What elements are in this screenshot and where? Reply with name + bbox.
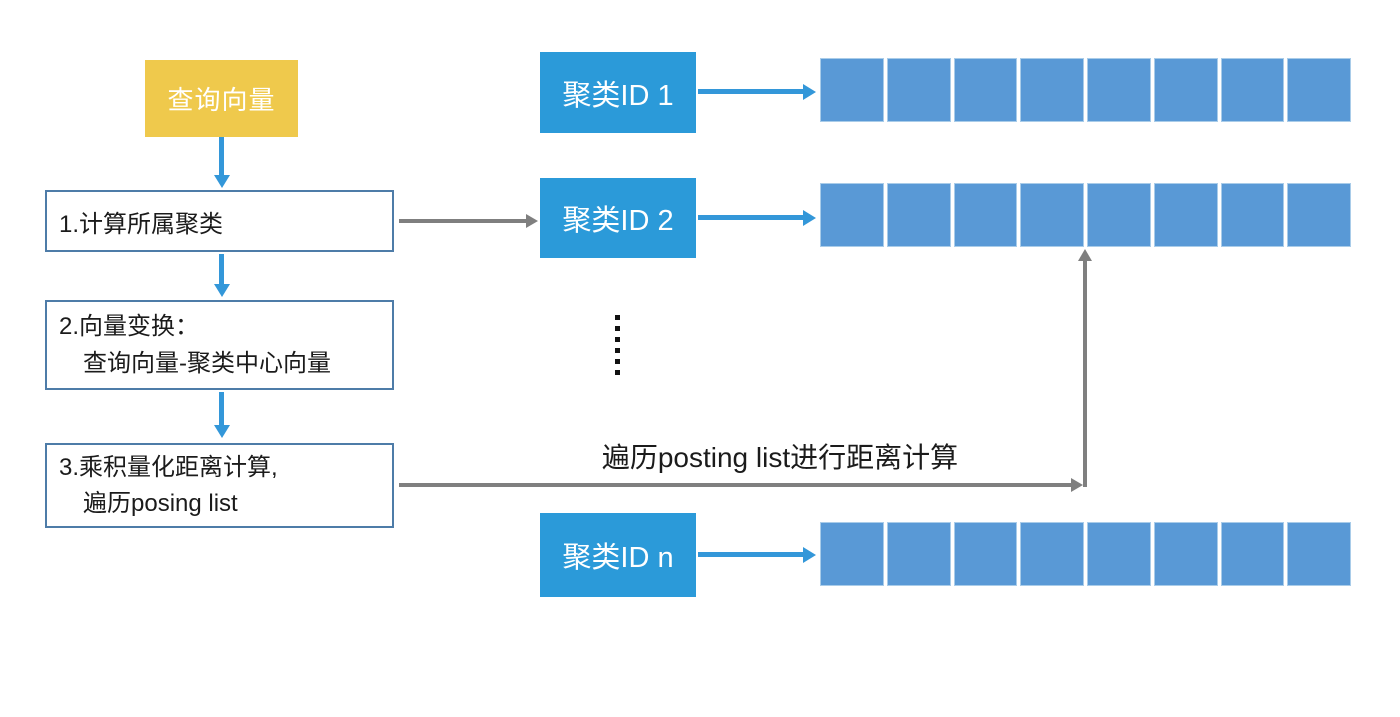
posting-list-cell: [1220, 58, 1285, 122]
posting-list-row-1: [820, 58, 1351, 122]
arrowhead-right-icon: [803, 547, 816, 563]
arrow-line: [698, 215, 803, 220]
annotation-traverse-posting-list: 遍历posting list进行距离计算: [601, 442, 959, 473]
ellipsis-dot: [615, 370, 620, 375]
arrow-line: [399, 219, 526, 223]
posting-list-cell: [1020, 58, 1084, 122]
arrowhead-down-icon: [214, 175, 230, 188]
arrow-line: [1083, 260, 1087, 487]
posting-list-cell: [953, 522, 1018, 586]
arrow-line: [219, 254, 224, 285]
posting-list-cell: [886, 522, 951, 586]
ellipsis-dot: [615, 326, 620, 331]
ellipsis-dot: [615, 337, 620, 342]
posting-list-cell: [820, 58, 884, 122]
arrowhead-down-icon: [214, 284, 230, 297]
posting-list-cell: [886, 183, 951, 247]
arrowhead-right-icon: [1071, 478, 1083, 492]
posting-list-cell: [820, 522, 884, 586]
cluster-id-1-label: 聚类ID 1: [562, 79, 674, 112]
cluster-id-n-label: 聚类ID n: [562, 542, 674, 574]
posting-list-cell: [1087, 183, 1151, 247]
arrowhead-right-icon: [803, 84, 816, 100]
step2-line1: 2.向量变换：: [59, 313, 200, 340]
arrowhead-up-icon: [1078, 249, 1092, 261]
arrow-line: [698, 552, 803, 557]
posting-list-cell: [953, 183, 1018, 247]
query-vector-label: 查询向量: [167, 85, 276, 115]
cluster-id-1-box: 聚类ID 1: [540, 52, 696, 133]
step1-line1: 1.计算所属聚类: [59, 210, 224, 238]
cluster-id-2-box: 聚类ID 2: [540, 178, 696, 258]
step-box-2: 2.向量变换： 查询向量-聚类中心向量: [45, 300, 394, 390]
vertical-ellipsis: [615, 315, 620, 375]
step-box-3: 3.乘积量化距离计算, 遍历posing list: [45, 443, 394, 528]
posting-list-cell: [1287, 522, 1351, 586]
ellipsis-dot: [615, 348, 620, 353]
posting-list-row-2: [820, 183, 1351, 247]
posting-list-cell: [1020, 522, 1084, 586]
posting-list-cell: [1287, 183, 1351, 247]
arrowhead-right-icon: [526, 214, 538, 228]
posting-list-cell: [953, 58, 1018, 122]
step2-line2: 查询向量-聚类中心向量: [83, 350, 331, 377]
posting-list-row-n: [820, 522, 1351, 586]
posting-list-cell: [1153, 58, 1218, 122]
posting-list-cell: [1287, 58, 1351, 122]
posting-list-cell: [1220, 183, 1285, 247]
ellipsis-dot: [615, 359, 620, 364]
posting-list-cell: [1153, 183, 1218, 247]
posting-list-cell: [1020, 183, 1084, 247]
posting-list-cell: [1087, 58, 1151, 122]
posting-list-cell: [886, 58, 951, 122]
arrow-line: [698, 89, 803, 94]
step3-line1: 3.乘积量化距离计算,: [59, 453, 278, 481]
posting-list-cell: [1087, 522, 1151, 586]
query-vector-box: 查询向量: [145, 60, 298, 137]
posting-list-cell: [820, 183, 884, 247]
cluster-id-n-box: 聚类ID n: [540, 513, 696, 597]
posting-list-cell: [1153, 522, 1218, 586]
cluster-id-2-label: 聚类ID 2: [562, 205, 674, 237]
arrow-line: [219, 392, 224, 426]
ellipsis-dot: [615, 315, 620, 320]
posting-list-cell: [1220, 522, 1285, 586]
step-box-1: 1.计算所属聚类: [45, 190, 394, 252]
arrowhead-down-icon: [214, 425, 230, 438]
arrow-line: [399, 483, 1071, 487]
arrowhead-right-icon: [803, 210, 816, 226]
arrow-line: [219, 137, 224, 176]
step3-line2: 遍历posing list: [83, 489, 238, 517]
